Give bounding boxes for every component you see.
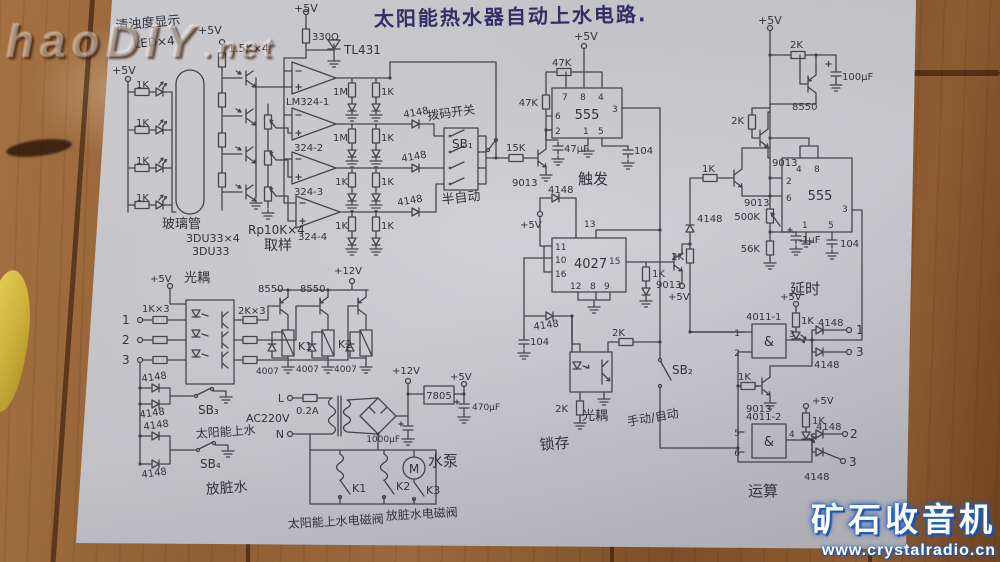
plank-seam	[610, 536, 614, 562]
plank-seam	[246, 534, 250, 562]
plank-seam	[905, 70, 1000, 76]
plank-seam	[868, 536, 872, 562]
